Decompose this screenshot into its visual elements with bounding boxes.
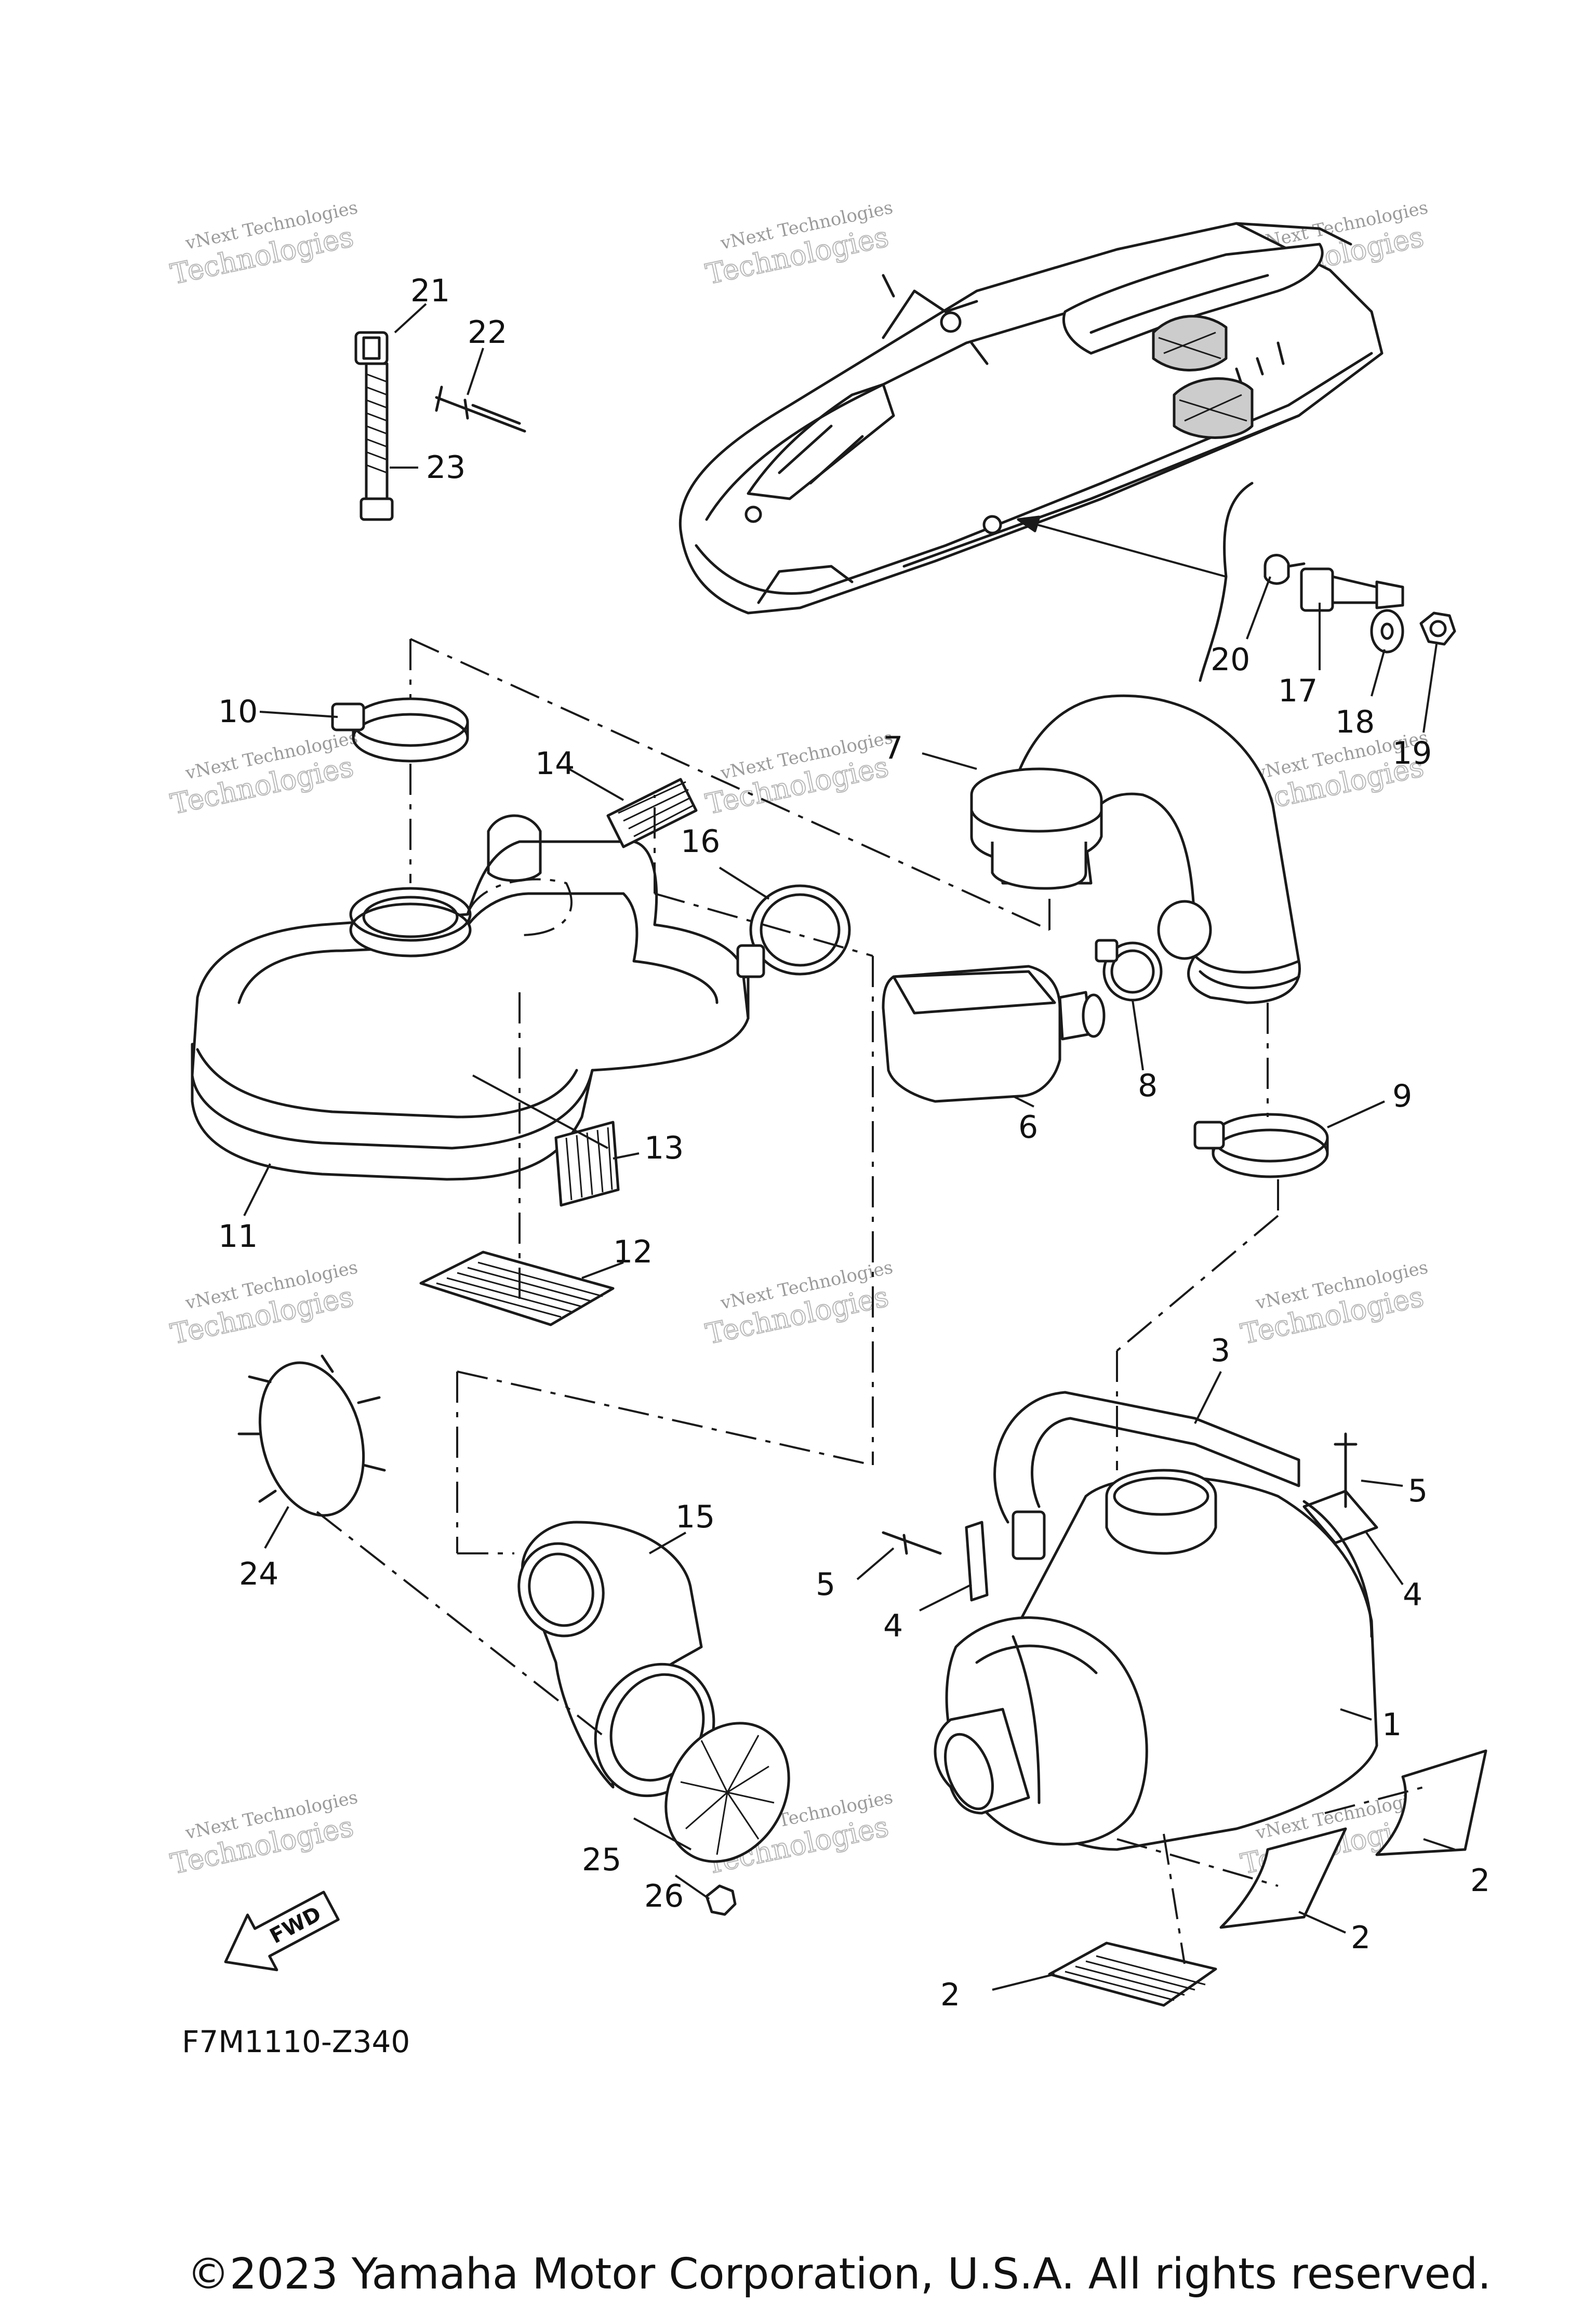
part-11-water-box: [191, 814, 750, 1181]
callout-labels: 1 2 2 2 3 4 4 5 5 6 7 8 9 10 11 12 13 14…: [218, 273, 1490, 2013]
callout-23: 23: [426, 449, 466, 486]
part-2-pad: [1048, 1749, 1487, 2007]
watermark: vNext Technologies Technologies: [1238, 1257, 1430, 1351]
watermark: vNext Technologies Technologies: [702, 1257, 895, 1351]
watermark: vNext Technologies Technologies: [702, 727, 895, 821]
watermark: vNext Technologies Technologies: [702, 197, 895, 291]
callout-18: 18: [1335, 704, 1375, 740]
part-26-nut: [705, 1884, 737, 1916]
part-18-washer: [1370, 609, 1404, 654]
part-13-pad: [554, 1121, 620, 1207]
part-24-ring: [237, 1354, 386, 1517]
part-25-grate: [664, 1722, 790, 1863]
part-22-rivet: [435, 385, 526, 433]
watermark: vNext Technologies Technologies: [167, 197, 360, 291]
copyright-notice: ©2023 Yamaha Motor Corporation, U.S.A. A…: [187, 2250, 1492, 2299]
callout-4: 4: [883, 1608, 903, 1644]
fwd-arrow: FWD: [224, 1891, 340, 1972]
callout-3: 3: [1211, 1333, 1230, 1369]
leader-lines: [243, 303, 1455, 1991]
callout-12: 12: [613, 1234, 653, 1270]
callout-24: 24: [239, 1556, 278, 1592]
part-10-clamp: [331, 697, 469, 763]
detail-pointer-arrow: [1017, 482, 1254, 682]
part-3-strap: [993, 1391, 1300, 1560]
watermark: vNext Technologies Technologies: [167, 1257, 360, 1351]
part-7-elbow-hose: [970, 694, 1301, 1004]
callout-5: 5: [816, 1566, 835, 1603]
callout-22: 22: [468, 314, 507, 351]
callout-5: 5: [1408, 1473, 1428, 1509]
callout-17: 17: [1278, 673, 1318, 709]
assembly-lines: [316, 638, 1424, 1964]
part-6-box: [882, 965, 1106, 1103]
callout-2: 2: [940, 1977, 960, 2013]
part-1-canister: [934, 1469, 1378, 1851]
part-17-bolt: [1300, 567, 1404, 612]
figure-code: F7M1110-Z340: [182, 2024, 410, 2059]
callout-19: 19: [1392, 735, 1432, 771]
part-14-pad: [606, 778, 698, 848]
callout-7: 7: [883, 730, 903, 766]
callout-16: 16: [681, 823, 720, 860]
watercraft-illustration: [679, 222, 1384, 615]
callout-6: 6: [1018, 1109, 1038, 1146]
callout-13: 13: [644, 1130, 684, 1166]
callout-14: 14: [535, 746, 575, 782]
callout-11: 11: [218, 1218, 258, 1255]
callout-10: 10: [218, 694, 258, 730]
callout-8: 8: [1138, 1068, 1158, 1104]
callout-2: 2: [1470, 1862, 1490, 1899]
part-16-clamp: [736, 884, 851, 978]
callout-9: 9: [1392, 1078, 1412, 1114]
callout-20: 20: [1211, 642, 1250, 678]
part-9-clamp: [1193, 1113, 1329, 1178]
part-12-pad: [419, 1250, 615, 1326]
part-5-rivet: [882, 1432, 1358, 1555]
callout-2: 2: [1351, 1920, 1371, 1956]
part-20-cap: [1264, 554, 1306, 585]
callout-4: 4: [1403, 1577, 1422, 1613]
callout-26: 26: [644, 1878, 684, 1914]
callout-21: 21: [410, 273, 450, 309]
part-4-bracket: [965, 1489, 1378, 1602]
part-8-clamp: [1095, 939, 1163, 1002]
part-19-nut: [1419, 611, 1456, 646]
part-21-clip: [354, 331, 389, 365]
callout-1: 1: [1382, 1707, 1402, 1743]
watermark: vNext Technologies Technologies: [167, 727, 360, 821]
part-23-cable-tie: [360, 362, 394, 521]
callout-15: 15: [675, 1499, 715, 1535]
watermark: vNext Technologies Technologies: [167, 1787, 360, 1881]
callout-25: 25: [582, 1842, 621, 1878]
